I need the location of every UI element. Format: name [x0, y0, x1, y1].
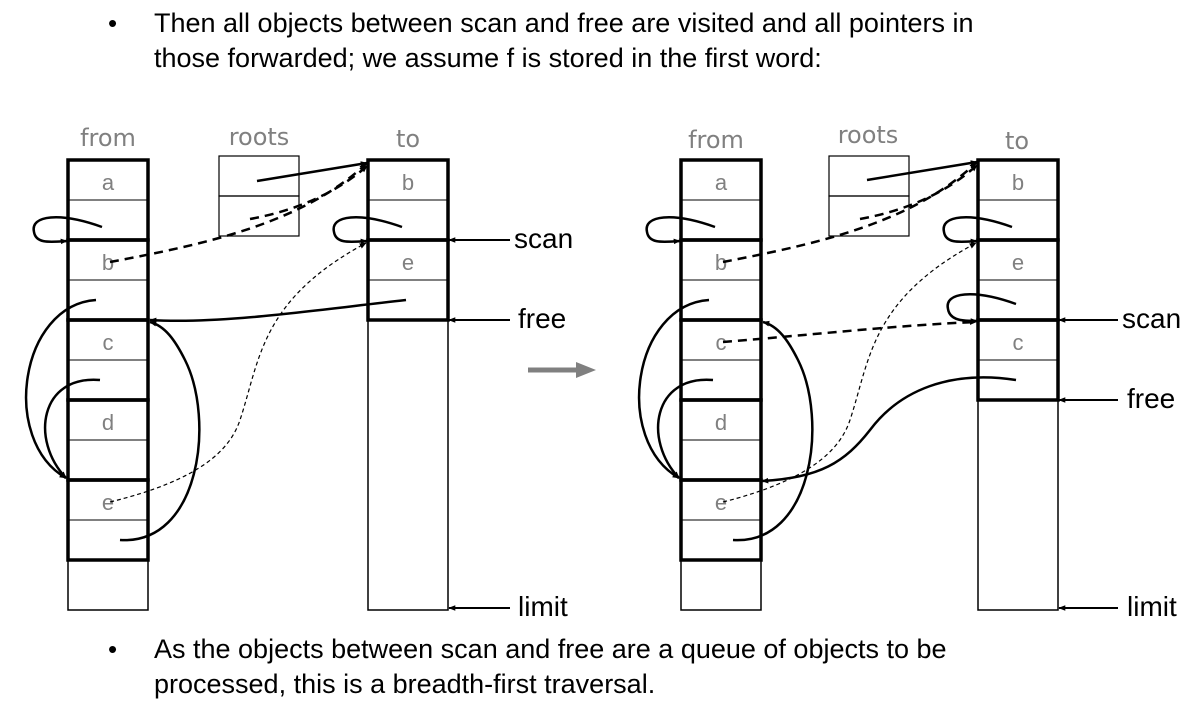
cell-label: b: [1012, 170, 1024, 195]
from-space-header: from: [80, 124, 136, 152]
to-space-header: to: [396, 125, 420, 153]
cell-label: b: [715, 250, 727, 275]
from-space: a b c d e: [66, 158, 150, 611]
from-space: a b c d e: [679, 158, 763, 611]
reference-arrows: [24, 161, 407, 542]
reference-arrows: [637, 160, 1017, 542]
from-space-header: from: [688, 126, 744, 154]
cell-label: a: [102, 170, 115, 195]
left-diagram: from roots to a b c d e: [24, 123, 573, 622]
bullet-line: processed, this is a breadth-first trave…: [154, 669, 656, 699]
pointer-markers: scan free limit: [448, 223, 573, 622]
transition-arrow: [528, 362, 596, 378]
cell-label: e: [102, 490, 114, 515]
cell-label: c: [716, 330, 727, 355]
bullet-symbol: •: [108, 634, 118, 664]
bullet-text: As the objects between scan and free are…: [154, 632, 947, 702]
cell-label: c: [103, 330, 114, 355]
bullet-line: Then all objects between scan and free a…: [154, 8, 974, 38]
pointer-markers: scan free limit: [1058, 303, 1181, 622]
cell-label: d: [102, 410, 114, 435]
free-label: free: [518, 303, 566, 334]
free-label: free: [1127, 383, 1175, 414]
limit-label: limit: [518, 591, 568, 622]
cell-label: e: [1012, 250, 1024, 275]
roots-box: [218, 155, 300, 237]
cell-label: e: [715, 490, 727, 515]
object-e: [679, 478, 763, 562]
roots-box: [828, 155, 910, 237]
bullet-line: those forwarded; we assume f is stored i…: [154, 43, 822, 73]
to-space: b e: [366, 158, 450, 611]
copied-object-c: [976, 318, 1060, 402]
scan-label: scan: [514, 223, 573, 254]
cell-label: b: [102, 250, 114, 275]
to-space-header: to: [1005, 127, 1029, 155]
object-e: [66, 478, 150, 562]
cell-label: d: [715, 410, 727, 435]
scan-label: scan: [1122, 303, 1181, 334]
roots-header: roots: [229, 123, 290, 151]
cell-label: a: [715, 170, 728, 195]
copied-object-e: [366, 238, 450, 322]
cell-label: c: [1013, 330, 1024, 355]
to-space: b e c: [976, 158, 1060, 611]
bullet-symbol: •: [108, 8, 118, 38]
bullet-text: Then all objects between scan and free a…: [154, 6, 974, 76]
cell-label: b: [402, 170, 414, 195]
right-diagram: from roots to a b c d e: [637, 121, 1181, 622]
roots-header: roots: [838, 121, 899, 149]
limit-label: limit: [1127, 591, 1177, 622]
bullet-line: As the objects between scan and free are…: [154, 634, 947, 664]
cell-label: e: [402, 250, 414, 275]
